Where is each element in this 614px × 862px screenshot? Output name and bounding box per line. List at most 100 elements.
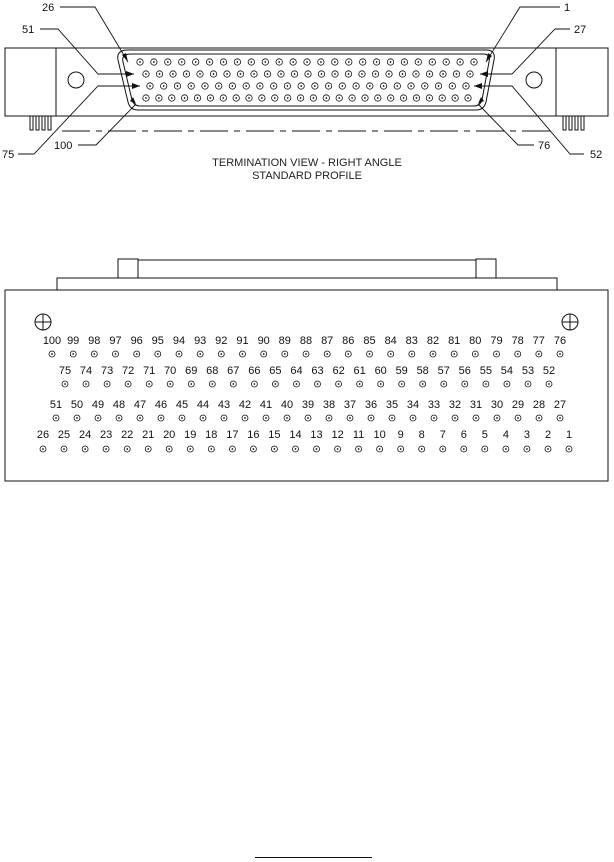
termination-hole <box>271 94 279 102</box>
termination-hole <box>169 70 177 78</box>
termination-hole <box>142 94 150 102</box>
leader-26 <box>60 6 129 63</box>
termination-hole-center <box>423 85 426 87</box>
termination-hole-center <box>361 61 364 63</box>
pin-contact-center <box>241 353 244 355</box>
pin-number-label: 28 <box>533 399 545 411</box>
termination-hole <box>428 58 436 66</box>
pin-number-label: 65 <box>269 365 281 377</box>
pin-contact-center <box>432 353 434 355</box>
leader-52 <box>474 85 584 155</box>
arrow-52 <box>474 83 482 89</box>
termination-hole-center <box>415 97 418 99</box>
termination-hole-center <box>194 61 197 63</box>
termination-hole-center <box>402 97 405 99</box>
pin-number-label: 92 <box>215 335 227 347</box>
termination-hole <box>219 94 227 102</box>
pin-number-label: 74 <box>80 365 92 377</box>
termination-hole-center <box>222 61 225 63</box>
arrow-76 <box>478 97 484 104</box>
pin-number-label: 99 <box>67 335 79 347</box>
pin-number-label: 58 <box>417 365 429 377</box>
leader-1 <box>485 6 560 63</box>
pin-contact-center <box>118 417 120 419</box>
pin-contact-center <box>506 383 508 385</box>
pinout-view <box>4 258 609 482</box>
pin-number-label: 47 <box>134 399 146 411</box>
pin-contact-center <box>399 448 402 450</box>
termination-hole-center <box>261 97 263 99</box>
pin-number-label: 45 <box>176 399 188 411</box>
pin-contact-center <box>169 383 172 385</box>
termination-hole-center <box>162 85 165 87</box>
termination-hole-center <box>299 97 302 99</box>
termination-hole-center <box>334 73 336 75</box>
pin-number-label: 93 <box>194 335 206 347</box>
termination-hole <box>359 58 367 66</box>
pin-contact-center <box>516 353 519 355</box>
termination-hole-center <box>272 85 275 87</box>
termination-hole-center <box>273 97 276 99</box>
pin-number-label: 23 <box>100 429 112 441</box>
termination-hole <box>366 82 374 90</box>
connector-face-body <box>4 289 609 482</box>
pin-contact-center <box>495 353 498 355</box>
termination-hole <box>178 58 186 66</box>
termination-hole <box>206 94 214 102</box>
pin-contact-center <box>220 353 223 355</box>
pin-number-label: 70 <box>164 365 176 377</box>
pin-contact-center <box>442 383 445 385</box>
termination-hole <box>414 58 422 66</box>
termination-hole-center <box>333 61 336 63</box>
termination-hole-center <box>212 73 215 75</box>
termination-hole-center <box>259 85 261 87</box>
termination-hole <box>258 94 266 102</box>
termination-hole-center <box>403 61 406 63</box>
pin-number-label: 7 <box>440 429 446 441</box>
callout-52: 52 <box>590 149 602 161</box>
pin-contact-center <box>127 383 129 385</box>
termination-hole-center <box>376 97 379 99</box>
termination-hole <box>412 70 420 78</box>
leader-100 <box>78 103 137 146</box>
termination-hole-center <box>236 61 239 63</box>
termination-hole-center <box>338 97 341 99</box>
pin-number-label: 78 <box>512 335 524 347</box>
termination-hole-center <box>314 85 316 87</box>
pin-number-label: 55 <box>480 365 492 377</box>
pin-number-label: 4 <box>503 429 509 441</box>
pin-number-label: 67 <box>227 365 239 377</box>
pin-contact-center <box>253 383 256 385</box>
termination-hole <box>296 94 305 102</box>
termination-hole <box>425 70 434 78</box>
termination-hole <box>187 82 195 90</box>
pin-number-label: 39 <box>302 399 314 411</box>
termination-hole-center <box>266 73 269 75</box>
pin-number-label: 18 <box>205 429 217 441</box>
pin-number-label: 86 <box>342 335 354 347</box>
arrow-100 <box>130 97 136 104</box>
pin-number-label: 33 <box>428 399 440 411</box>
termination-hole <box>348 94 356 102</box>
termination-hole <box>400 58 408 66</box>
termination-hole-center <box>231 85 234 87</box>
termination-hole-center <box>347 73 350 75</box>
pin-contact-center <box>370 417 372 419</box>
pin-number-label: 35 <box>386 399 398 411</box>
termination-hole-center <box>355 85 357 87</box>
termination-hole <box>386 58 395 66</box>
pin-contact-center <box>326 353 329 355</box>
termination-hole <box>236 70 245 78</box>
pin-number-label: 51 <box>50 399 62 411</box>
pin-number-label: 31 <box>470 399 482 411</box>
termination-hole-center <box>176 85 179 87</box>
termination-hole <box>352 82 360 90</box>
pin-contact-center <box>105 448 107 450</box>
pin-number-label: 90 <box>258 335 270 347</box>
termination-hole <box>283 82 291 90</box>
pin-number-label: 30 <box>491 399 503 411</box>
termination-hole <box>284 94 292 102</box>
leader-27 <box>480 28 570 75</box>
termination-hole <box>421 82 429 90</box>
termination-hole-center <box>307 73 309 75</box>
